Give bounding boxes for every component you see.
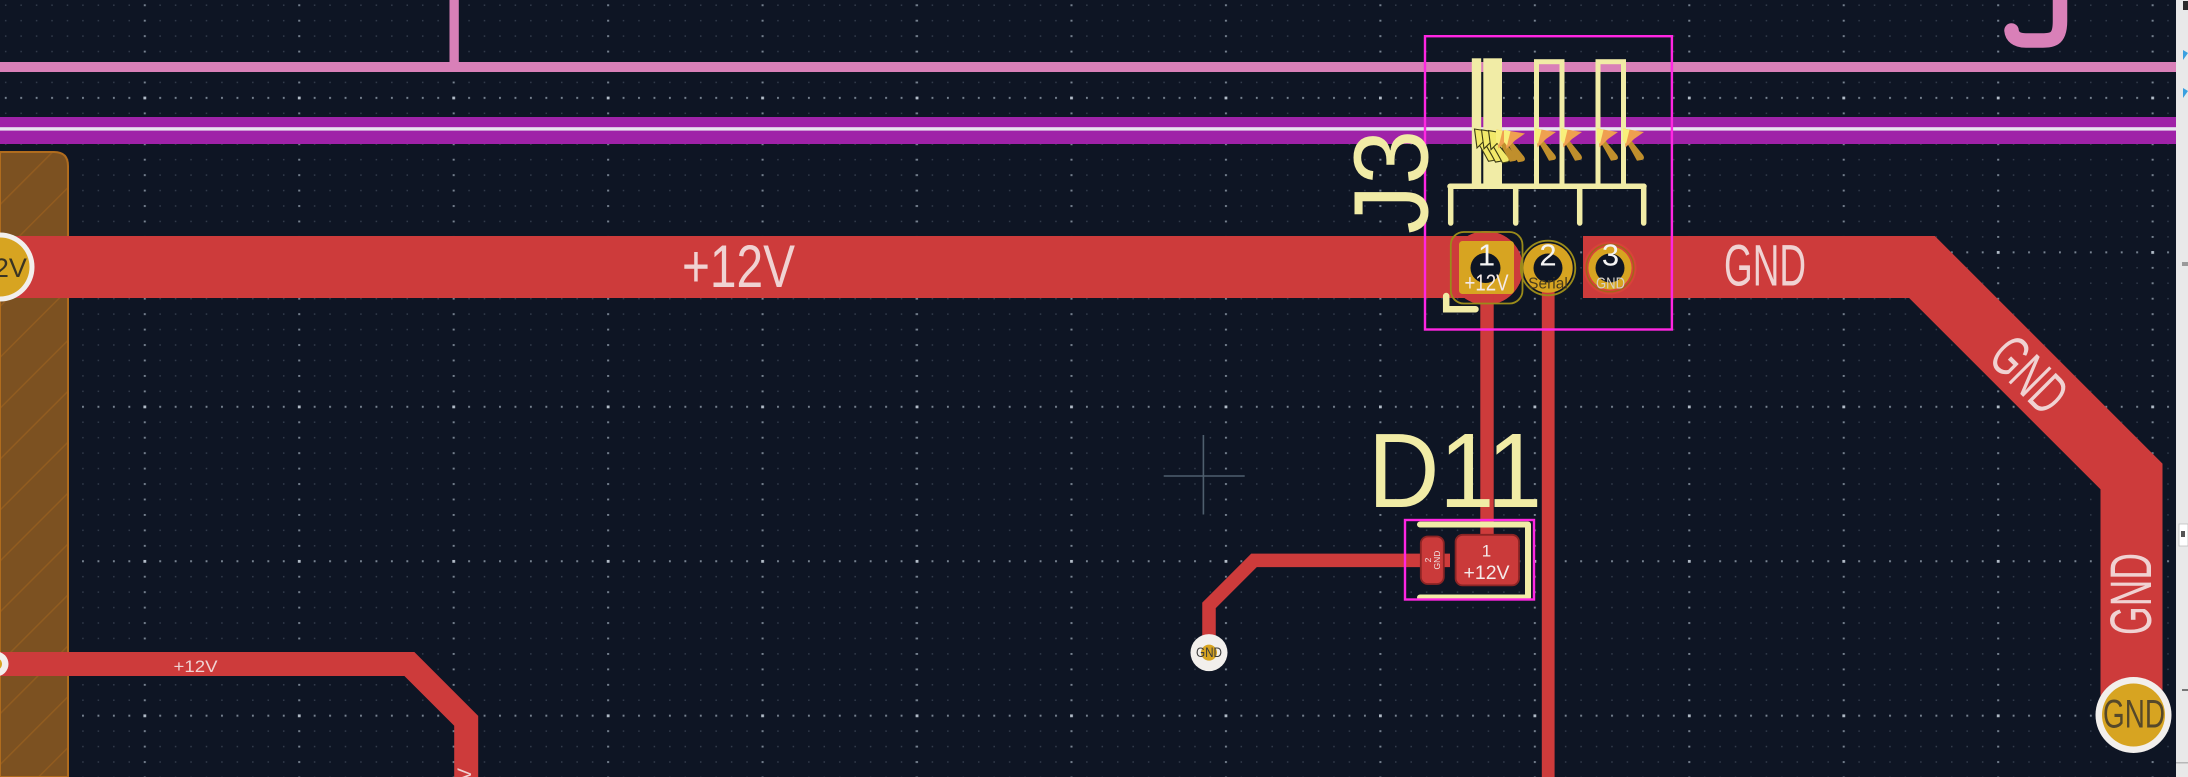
svg-text:Serial: Serial	[1528, 276, 1568, 293]
svg-text:D11: D11	[1368, 412, 1542, 530]
svg-text:GND: GND	[1432, 551, 1442, 570]
svg-text:+12V: +12V	[455, 768, 476, 777]
svg-text:+12V: +12V	[174, 657, 219, 676]
svg-text:+12V: +12V	[682, 233, 795, 300]
svg-text:GND: GND	[1196, 645, 1222, 660]
svg-text:GND: GND	[2099, 553, 2164, 635]
svg-text:+12V: +12V	[0, 253, 27, 283]
svg-text:1: 1	[1478, 238, 1495, 273]
svg-text:GND: GND	[2103, 693, 2165, 737]
svg-text:GND: GND	[1724, 234, 1806, 299]
svg-text:2: 2	[1423, 557, 1433, 562]
svg-text:+12V: +12V	[1464, 563, 1510, 584]
svg-text:2: 2	[1539, 238, 1556, 273]
svg-text:3: 3	[1602, 238, 1619, 273]
svg-text:GND: GND	[1596, 276, 1625, 293]
svg-text:+12V: +12V	[1465, 270, 1510, 296]
svg-text:J3: J3	[1333, 130, 1451, 234]
svg-text:1: 1	[1482, 542, 1491, 561]
